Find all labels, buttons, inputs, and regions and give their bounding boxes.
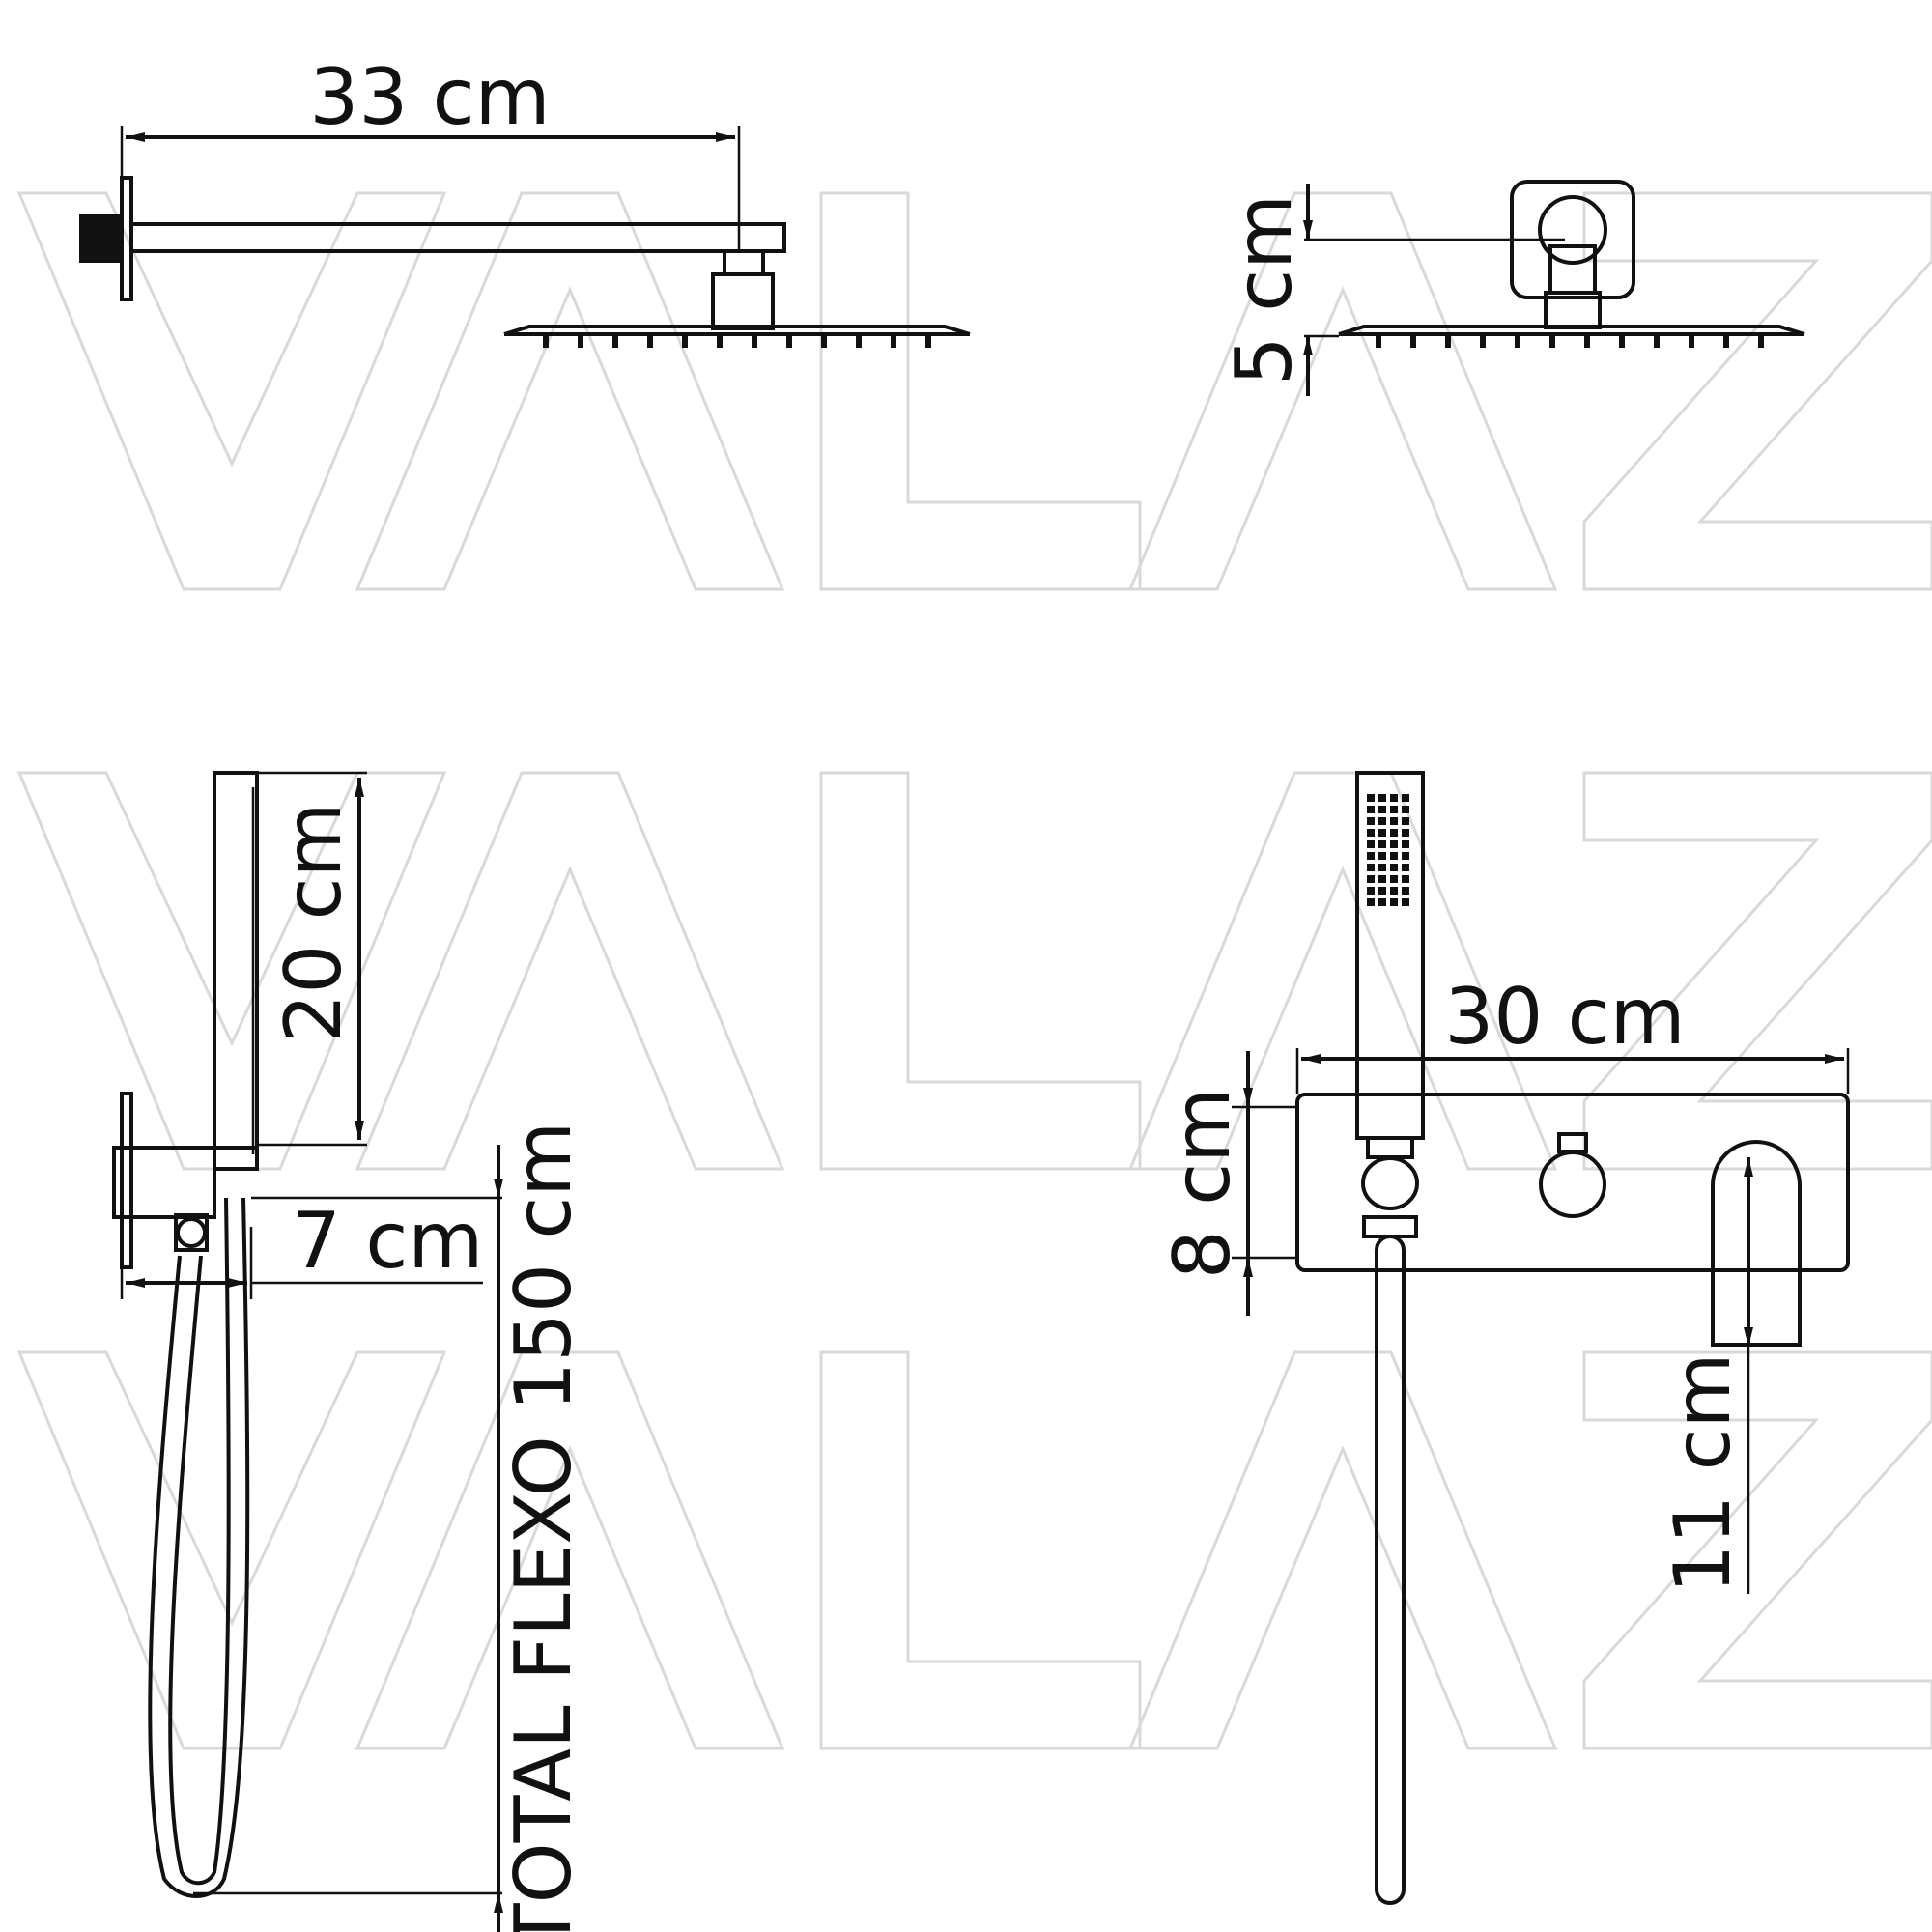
diverter-knob	[1539, 1151, 1606, 1218]
spout-lever	[1711, 1140, 1802, 1347]
head-height-label: 5 cm	[1219, 194, 1309, 385]
hand-shower-side-view	[112, 771, 503, 1932]
hose-front	[1375, 1235, 1406, 1905]
watermark-row-3	[17, 1350, 1932, 1750]
plate-height-label: 8 cm	[1157, 1088, 1247, 1279]
spout-length-label: 11 cm	[1658, 1352, 1747, 1593]
spray-nozzle-grid	[1367, 794, 1409, 906]
hose-length-label: TOTAL FLEXO 150 cm	[498, 1122, 588, 1932]
arm-length-label: 33 cm	[309, 52, 550, 142]
plate-width-label: 30 cm	[1444, 972, 1685, 1062]
nozzle-row	[543, 334, 931, 348]
nozzle-row-front	[1376, 334, 1764, 348]
diverter-stem	[1557, 1132, 1588, 1153]
shower-arm-side-view	[79, 126, 971, 348]
handset-length-label: 20 cm	[269, 802, 358, 1042]
wall-plate	[1295, 1093, 1850, 1272]
holder-depth-label: 7 cm	[292, 1196, 483, 1286]
shower-head-front-view	[1303, 180, 1805, 396]
mixer-front-view	[1232, 771, 1850, 1905]
